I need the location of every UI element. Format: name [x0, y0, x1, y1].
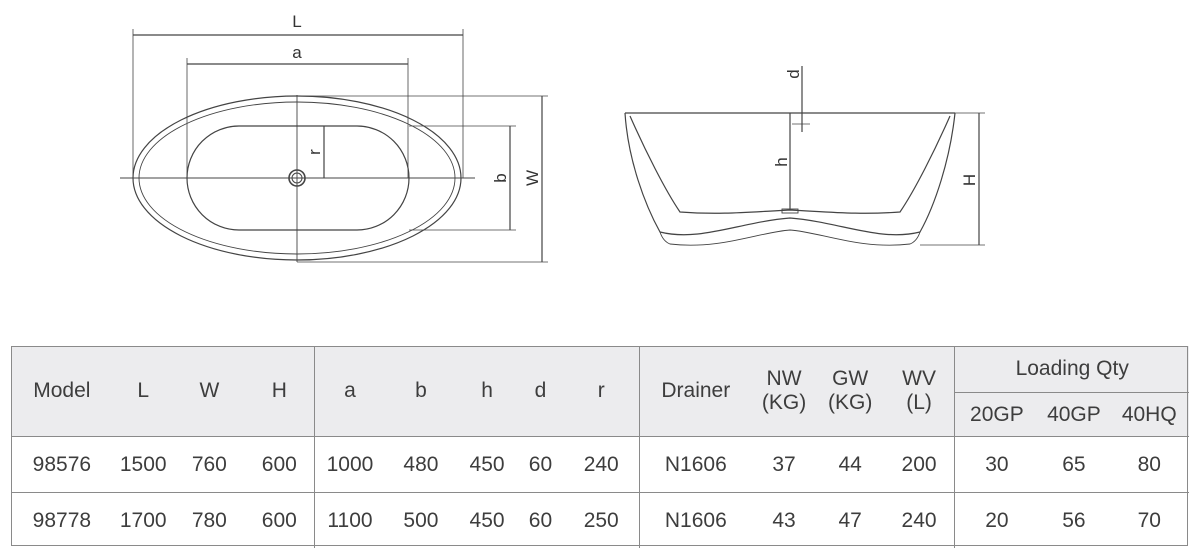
dim-label-a: a — [292, 43, 302, 62]
dim-label-r: r — [305, 149, 324, 155]
dim-label-d: d — [784, 69, 803, 78]
header-nw-line1: NW — [766, 367, 802, 390]
header-H: H — [271, 379, 287, 402]
header-nw-line2: (KG) — [761, 391, 807, 414]
cell-40hq: 80 — [1109, 436, 1189, 493]
header-nw: NW(KG) — [752, 346, 817, 437]
cell-H: 600 — [244, 436, 315, 493]
cell-40hq: 70 — [1109, 492, 1189, 548]
header-loading-qty: Loading Qty — [954, 346, 1189, 393]
header-L: L — [137, 379, 150, 402]
header-gw-line1: GW — [832, 367, 869, 390]
cell-nw: 37 — [751, 436, 817, 493]
header-h: h — [481, 379, 493, 402]
spec-table: Model L W H a b h d r Drainer NW(KG) GW(… — [11, 346, 1189, 548]
header-gw-line2: (KG) — [827, 391, 873, 414]
cell-b: 480 — [385, 436, 457, 493]
cell-wv: 240 — [883, 492, 955, 548]
header-r: r — [597, 379, 605, 402]
cell-L: 1500 — [112, 436, 174, 493]
header-gw: GW(KG) — [817, 346, 884, 437]
header-drainer: Drainer — [639, 346, 752, 437]
header-wv: WV(L) — [884, 346, 955, 437]
dim-label-b: b — [491, 173, 510, 182]
header-W: W — [199, 379, 220, 402]
cell-40gp: 56 — [1038, 492, 1110, 548]
header-40hq: 40HQ — [1109, 392, 1189, 437]
cell-H: 600 — [244, 492, 315, 548]
header-wv-line2: (L) — [906, 391, 932, 414]
dim-label-H: H — [960, 174, 979, 186]
cell-a: 1100 — [313, 492, 386, 548]
cell-gw: 44 — [816, 436, 884, 493]
header-40gp: 40GP — [1038, 392, 1110, 437]
technical-drawing: L a r b W d h H — [120, 12, 985, 263]
bathtub-top-view — [120, 29, 548, 263]
cell-h: 450 — [456, 492, 518, 548]
cell-40gp: 65 — [1038, 436, 1110, 493]
dim-label-h: h — [772, 157, 791, 166]
dim-label-W: W — [523, 170, 542, 186]
cell-d: 60 — [517, 436, 564, 493]
bathtub-side-view — [624, 66, 985, 246]
cell-b: 500 — [385, 492, 457, 548]
cell-r: 250 — [563, 492, 640, 548]
cell-L: 1700 — [112, 492, 174, 548]
cell-20gp: 30 — [954, 436, 1039, 493]
header-20gp: 20GP — [954, 392, 1039, 437]
cell-model: 98778 — [11, 492, 113, 548]
cell-model: 98576 — [11, 436, 113, 493]
header-model: Model — [33, 379, 91, 402]
cell-20gp: 20 — [954, 492, 1039, 548]
cell-d: 60 — [517, 492, 564, 548]
table-row: 98778 1700 780 600 1100 500 450 60 250 N… — [11, 492, 1189, 548]
cell-gw: 47 — [816, 492, 884, 548]
cell-a: 1000 — [313, 436, 386, 493]
header-a: a — [313, 346, 386, 437]
cell-nw: 43 — [751, 492, 817, 548]
cell-drainer: N1606 — [639, 492, 752, 548]
header-b: b — [415, 379, 427, 402]
header-d: d — [534, 379, 547, 402]
header-wv-line1: WV — [902, 367, 936, 390]
cell-r: 240 — [563, 436, 640, 493]
dim-label-L: L — [292, 12, 301, 31]
table-row: 98576 1500 760 600 1000 480 450 60 240 N… — [11, 436, 1189, 493]
table-header-row: Model L W H a b h d r Drainer NW(KG) GW(… — [11, 346, 1189, 437]
cell-wv: 200 — [883, 436, 955, 493]
cell-h: 450 — [456, 436, 518, 493]
cell-W: 780 — [173, 492, 245, 548]
cell-W: 760 — [173, 436, 245, 493]
cell-drainer: N1606 — [639, 436, 752, 493]
